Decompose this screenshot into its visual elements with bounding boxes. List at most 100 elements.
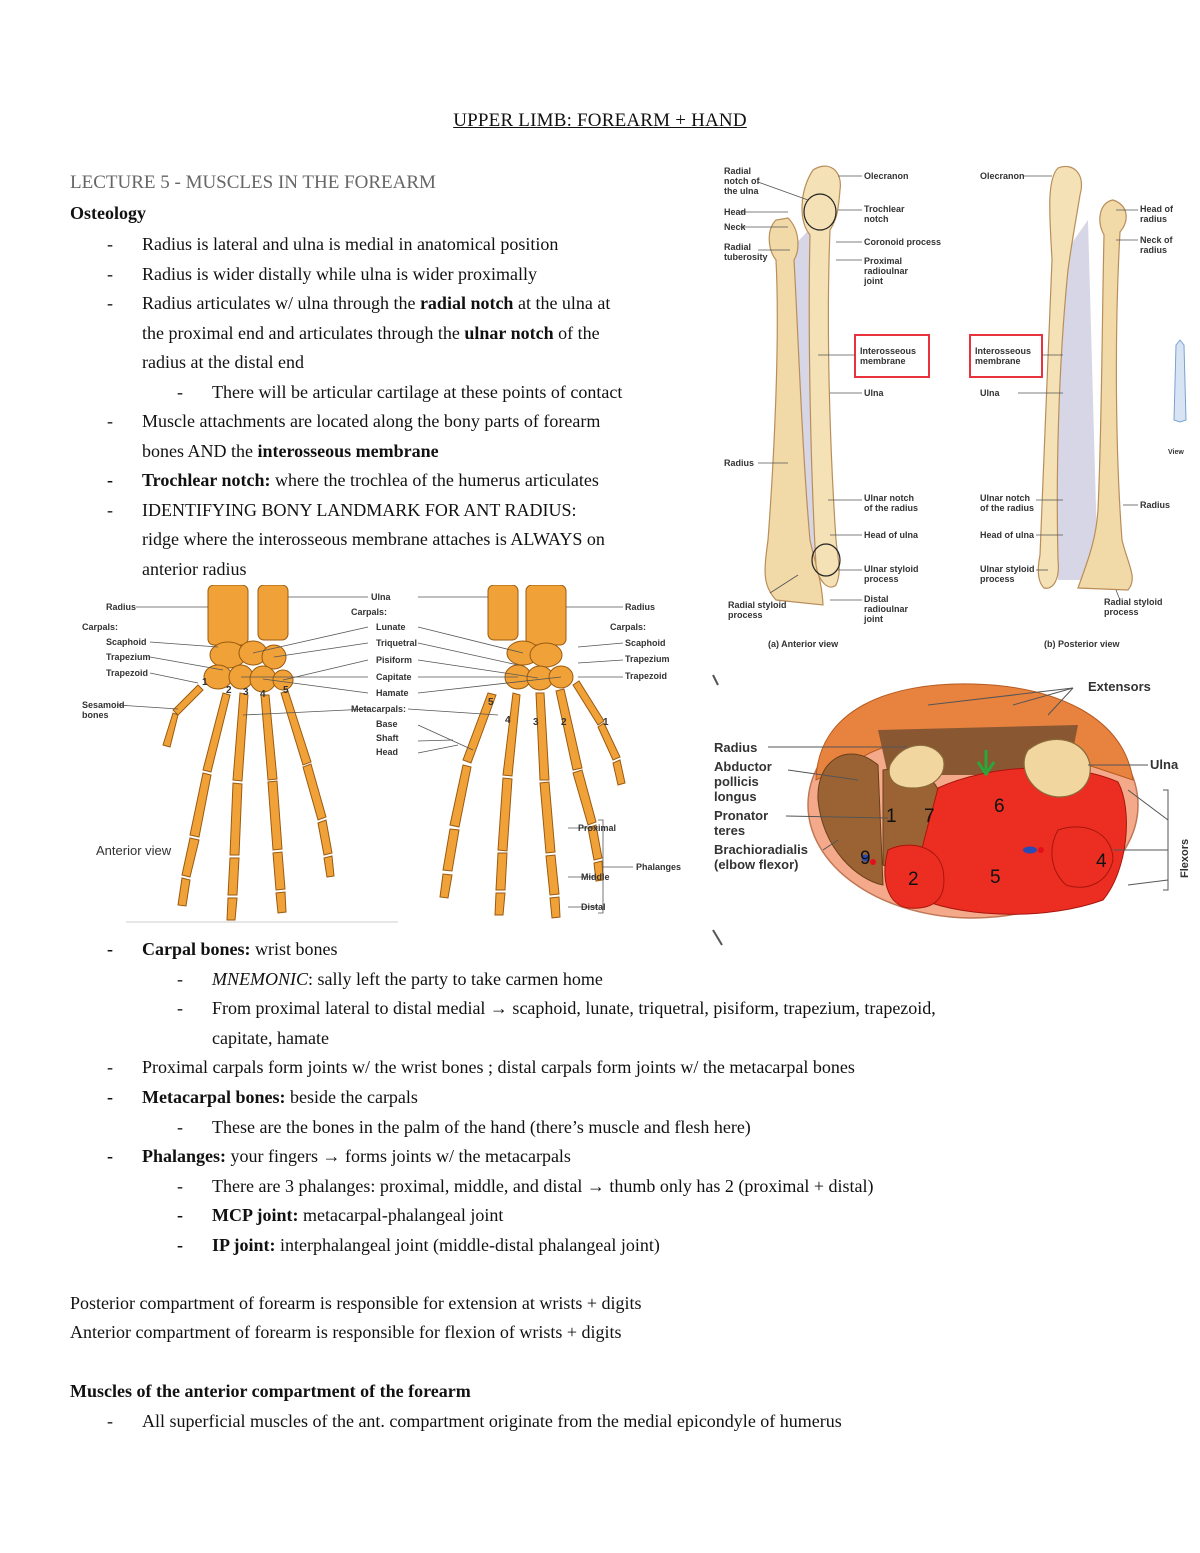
item-text: Radius articulates w/ ulna through the r… [142,289,610,319]
item-text: IDENTIFYING BONY LANDMARK FOR ANT RADIUS… [142,496,577,526]
hand-label-anterior-view: Anterior view [96,843,172,858]
text-run: Radius is lateral and ulna is medial in … [142,234,559,254]
muscle-2 [884,844,945,909]
label-radial-notch-1: Radial [724,166,751,176]
text-run: of the [553,322,600,343]
cs-label-radius: Radius [714,740,757,755]
label-olecranon-a: Olecranon [864,171,909,181]
label-neck: Neck [724,222,747,232]
text-run: where the trochlea of the humerus articu… [270,470,599,490]
cs-label-pronator-2: teres [714,823,745,838]
forearm-bones-svg: Radial notch of the ulna Head Neck Radia… [724,165,1187,649]
label-head-radius-2: radius [1140,214,1167,224]
item-text: MNEMONIC: sally left the party to take c… [212,965,603,995]
label-radial-styloid-b-1: Radial styloid [1104,597,1163,607]
cs-number-5: 5 [990,867,1001,888]
item-text: There will be articular cartilage at the… [212,378,622,408]
ulna-posterior [1037,165,1082,589]
text-run: metacarpal-phalangeal joint [298,1205,504,1226]
text-run: bones AND the [142,440,258,461]
bullet-dash: - [177,998,183,1019]
bullet-dash: - [107,499,113,520]
vessel-blue-2 [1023,846,1037,854]
item-text: the proximal end and articulates through… [142,319,600,349]
bullet-dash: - [107,1411,113,1431]
label-radial-notch-2: notch of [724,176,760,186]
label-interosseous-a-1: Interosseous [860,346,916,356]
item-text: From proximal lateral to distal medial →… [212,994,936,1024]
label-head-radius-1: Head of [1140,204,1174,214]
label-distal-ru-2: radioulnar [864,604,909,614]
hand-label-phalanges: Phalanges [636,862,681,872]
hand-label-middle: Middle [581,872,610,882]
hand-label-shaft: Shaft [376,733,399,743]
bold-term: radial notch [419,293,514,313]
forearm-bones-figure: Radial notch of the ulna Head Neck Radia… [718,160,1196,660]
vessel-red-1 [870,859,876,865]
proximal-joint-circle [803,193,837,231]
hand-label-lunate: Lunate [376,622,406,632]
label-ulnar-styloid-b-2: process [980,574,1015,584]
item-text: Carpal bones: wrist bones [142,935,338,965]
label-head-ulna-a: Head of ulna [864,530,919,540]
text-run: From proximal lateral to distal medial →… [212,998,936,1019]
text-run: ridge where the interosseous membrane at… [142,529,605,549]
cs-number-6: 6 [994,796,1005,817]
label-head: Head [724,207,746,217]
anterior-compartment-line: Anterior compartment of forearm is respo… [70,1322,622,1342]
interosseous-box-posterior [969,334,1043,378]
bullet-dash: - [177,1205,183,1226]
bold-term: Trochlear notch: [142,470,271,490]
bullet-dash: - [107,1146,113,1167]
item-text: ridge where the interosseous membrane at… [142,525,605,555]
radius-anterior [764,217,824,606]
cs-number-7: 7 [924,806,935,827]
brachioradialis [817,753,884,886]
hand-label-pisiform: Pisiform [376,655,412,665]
item-text: Proximal carpals form joints w/ the wris… [142,1053,855,1083]
hand-label-ulna: Ulna [371,592,391,602]
distal-joint-circle [811,543,841,577]
cs-label-apl-3: longus [714,789,757,804]
cs-label-extensors: Extensors [1088,679,1151,694]
label-radial-styloid-1: Radial styloid [728,600,787,610]
cs-number-2: 2 [908,869,919,890]
green-arrow-icon [976,750,996,777]
bullet-dash: - [177,968,183,989]
forearm-cross-section-figure: Radius Abductor pollicis longus Pronator… [708,670,1198,950]
text-run: the proximal end and articulates through… [142,322,465,343]
label-interosseous-a-2: membrane [860,356,906,366]
bullet-dash: - [177,1175,183,1196]
digit-number-1-l: 1 [202,677,208,688]
hand-label-distal: Distal [581,902,606,912]
item-text: MCP joint: metacarpal-phalangeal joint [212,1201,503,1231]
label-prox-ru-1: Proximal [864,256,902,266]
text-run: your fingers → forms joints w/ the metac… [226,1146,571,1167]
label-head-ulna-b: Head of ulna [980,530,1035,540]
label-view: View [1168,449,1184,456]
cs-label-pronator-1: Pronator [714,808,768,823]
text-run: radius at the distal end [142,352,304,372]
bold-term: IP joint: [212,1235,276,1255]
label-interosseous-b-1: Interosseous [975,346,1031,356]
bullet-dash: - [107,234,113,254]
digit-number-4-l: 4 [260,689,266,700]
text-run: anterior radius [142,558,247,579]
bullet-dash: - [107,470,113,490]
hand-label-radius-r: Radius [625,602,655,612]
anterior-compartment-heading: Muscles of the anterior compartment of t… [70,1381,471,1401]
label-distal-ru-1: Distal [864,594,889,604]
hand-label-trapezium-r: Trapezium [625,654,670,664]
bold-term: interosseous membrane [257,440,439,461]
label-ulnar-styloid-b-1: Ulnar styloid [980,564,1035,574]
text-run: wrist bones [250,939,338,959]
hand-bones-figure: Radius Carpals: Scaphoid Trapezium Trape… [78,585,708,925]
label-ulnar-notch-b-2: of the radius [980,503,1034,513]
label-radial-notch-3: the ulna [724,186,759,196]
cs-label-flexors: Flexors [1179,839,1191,878]
bold-term: ulnar notch [464,322,554,343]
label-prox-ru-2: radioulnar [864,266,909,276]
hand-label-base: Base [376,719,398,729]
label-radial-tuberosity-2: tuberosity [724,252,768,262]
bullet-dash: - [107,939,113,959]
